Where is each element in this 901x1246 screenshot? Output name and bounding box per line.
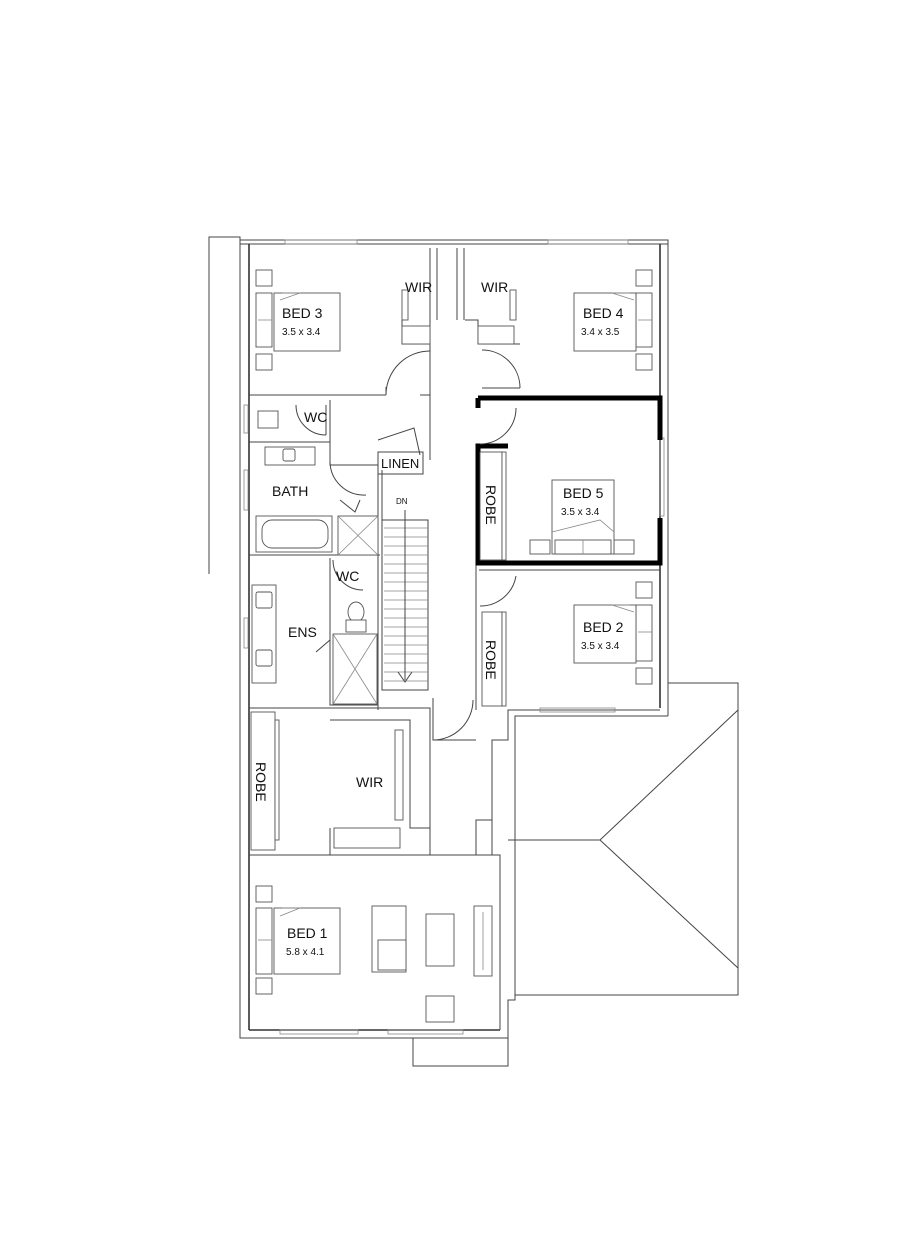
wc-lower-label: WC [336,568,359,584]
ens-label: ENS [288,624,317,640]
bed5-size: 3.5 x 3.4 [561,507,600,518]
bed3-size: 3.5 x 3.4 [282,327,321,338]
linen-cupboard [377,451,424,475]
bed3-label: BED 3 [282,305,323,321]
bed4-size: 3.4 x 3.5 [581,327,620,338]
bed3-furniture [255,269,341,371]
bed1-robe-and-wir [250,711,404,851]
wir-top-fixtures [401,289,517,345]
bed5-furniture [479,451,635,561]
bed5-label: BED 5 [563,485,604,501]
wir-right-label: WIR [481,279,508,295]
bed4-label: BED 4 [583,305,624,321]
robe-bed5-label: ROBE [483,485,499,525]
doors [295,349,521,741]
staircase [381,470,429,691]
robe-bed1-label: ROBE [253,762,269,802]
wir-left-label: WIR [405,279,432,295]
roof-outline [508,682,739,996]
bed4-furniture [573,269,653,371]
wc-upper-label: WC [304,409,327,425]
wir-main-label: WIR [356,774,383,790]
bed5-heavy-walls [475,395,663,566]
ensuite-fixtures [251,584,378,705]
room-labels: BED 3 3.5 x 3.4 WIR WIR BED 4 3.4 x 3.5 … [253,279,624,958]
stair-dn-label: DN [396,497,408,506]
bed2-furniture [481,581,653,707]
bed1-furniture [255,885,493,1023]
bed2-label: BED 2 [583,619,624,635]
bed1-label: BED 1 [287,925,328,941]
bath-label: BATH [272,483,308,499]
windows [243,239,665,1035]
wet-area-fixtures [255,410,379,556]
linen-label: LINEN [381,456,419,471]
robe-bed2-label: ROBE [483,640,499,680]
bed1-size: 5.8 x 4.1 [286,947,325,958]
bed2-size: 3.5 x 3.4 [581,641,620,652]
